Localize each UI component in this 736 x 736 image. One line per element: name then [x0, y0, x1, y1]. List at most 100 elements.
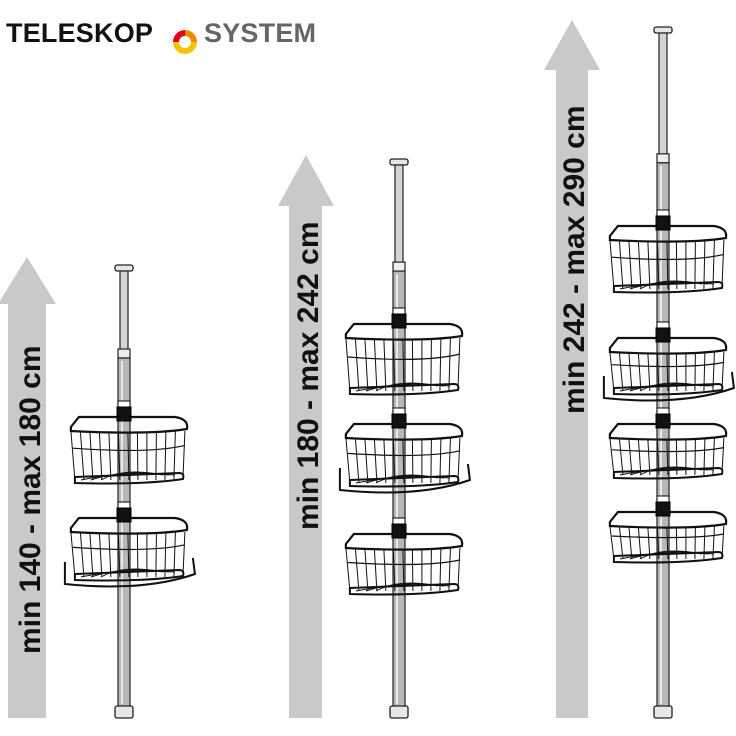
- pole-clamp: [391, 523, 407, 539]
- corner-basket: [344, 307, 464, 396]
- pole-clamp: [116, 406, 132, 422]
- basket-rim: [69, 516, 189, 535]
- clamp-collar: [656, 495, 670, 503]
- basket-wire: [675, 353, 678, 392]
- basket-wire: [354, 548, 360, 592]
- corner-basket: [338, 407, 471, 494]
- pole-clamp: [655, 413, 671, 429]
- corner-basket: [602, 321, 735, 402]
- basket-wire: [457, 547, 461, 592]
- basket-base-grid: [100, 568, 164, 578]
- clamp-collar: [656, 209, 670, 217]
- clamp-collar: [656, 407, 670, 415]
- basket-wire: [628, 438, 633, 476]
- basket-base: [612, 550, 724, 564]
- basket-wire-horizontal: [611, 361, 725, 368]
- basket-wire: [609, 239, 615, 290]
- ring-segment-red: [173, 30, 185, 42]
- basket-wire: [70, 531, 76, 578]
- brand-word-system: SYSTEM: [204, 18, 316, 48]
- basket-wire-horizontal: [347, 559, 461, 566]
- basket-wire: [618, 526, 624, 560]
- basket-wire-horizontal: [611, 253, 725, 261]
- basket-wire: [354, 338, 360, 392]
- basket-wire: [108, 432, 112, 481]
- basket-rim: [608, 224, 728, 243]
- basket-wire: [703, 240, 706, 290]
- basket-base-grid: [375, 474, 439, 484]
- basket-wire: [712, 240, 715, 290]
- height-arrow-1: min 140 - max 180 cm: [0, 257, 56, 718]
- basket-wire: [712, 352, 715, 392]
- basket-base-grid: [375, 382, 439, 392]
- ring-segment-yellow: [173, 42, 197, 54]
- basket-wire: [721, 351, 725, 392]
- basket-wire: [675, 439, 678, 476]
- basket-wire: [439, 438, 442, 484]
- basket-wire: [98, 533, 103, 578]
- basket-wire: [609, 525, 615, 560]
- basket-wire: [364, 338, 369, 392]
- basket-wire: [694, 527, 696, 560]
- basket-wire: [173, 431, 176, 481]
- height-range-label: min 242 - max 290 cm: [558, 105, 591, 414]
- pole-segment-top: [119, 270, 129, 353]
- basket-wire: [373, 439, 378, 484]
- ceiling-cap: [114, 264, 134, 272]
- basket-wire: [430, 339, 432, 392]
- height-range-label: min 180 - max 242 cm: [292, 221, 325, 530]
- basket-rim: [344, 322, 464, 341]
- ring-segment-orange: [185, 30, 197, 42]
- basket-wire: [656, 241, 660, 290]
- basket-wire: [117, 533, 121, 578]
- telescopic-shelf-2: [338, 158, 471, 719]
- basket-wire: [694, 439, 696, 476]
- basket-wire: [70, 430, 76, 481]
- basket-rim: [344, 532, 464, 551]
- basket-base-grid: [375, 582, 439, 592]
- basket-wire: [647, 439, 651, 476]
- basket-wire: [721, 525, 725, 560]
- basket-wire: [618, 438, 624, 476]
- basket-base: [348, 474, 460, 488]
- basket-wire: [164, 532, 167, 578]
- basket-wire: [448, 438, 451, 484]
- basket-wire: [448, 548, 451, 592]
- brand-logo: TELESKOP SYSTEM: [6, 18, 316, 54]
- basket-wire: [373, 549, 378, 592]
- pole-joint: [117, 348, 131, 359]
- basket-tray: [602, 371, 735, 402]
- basket-wire-horizontal: [347, 353, 461, 360]
- ring-logo-icon: [173, 30, 197, 54]
- basket-wire: [647, 241, 651, 290]
- basket-wire: [721, 239, 725, 290]
- clamp-collar: [392, 307, 406, 315]
- basket-wire: [637, 353, 642, 392]
- basket-wire: [164, 431, 167, 481]
- basket-wire: [155, 432, 157, 481]
- corner-basket: [608, 495, 728, 564]
- basket-wire: [79, 431, 85, 481]
- basket-wire: [637, 241, 642, 290]
- basket-base: [612, 382, 724, 396]
- basket-wire-horizontal: [72, 444, 186, 452]
- pole-clamp: [116, 507, 132, 523]
- basket-wire: [89, 431, 94, 481]
- clamp-collar: [656, 321, 670, 329]
- basket-wire: [628, 352, 633, 392]
- basket-wire: [402, 339, 405, 392]
- basket-wire: [383, 339, 387, 392]
- basket-wire: [383, 439, 387, 484]
- pole-joint: [656, 153, 670, 164]
- basket-wire: [609, 351, 615, 392]
- basket-wire: [364, 548, 369, 592]
- basket-wire-horizontal: [72, 544, 186, 551]
- telescopic-shelf-1: [63, 264, 196, 719]
- pole-clamp: [655, 215, 671, 231]
- corner-basket: [344, 517, 464, 596]
- floor-foot: [653, 705, 673, 719]
- basket-wire: [694, 241, 696, 290]
- basket-wire: [373, 339, 378, 392]
- corner-basket: [608, 407, 728, 480]
